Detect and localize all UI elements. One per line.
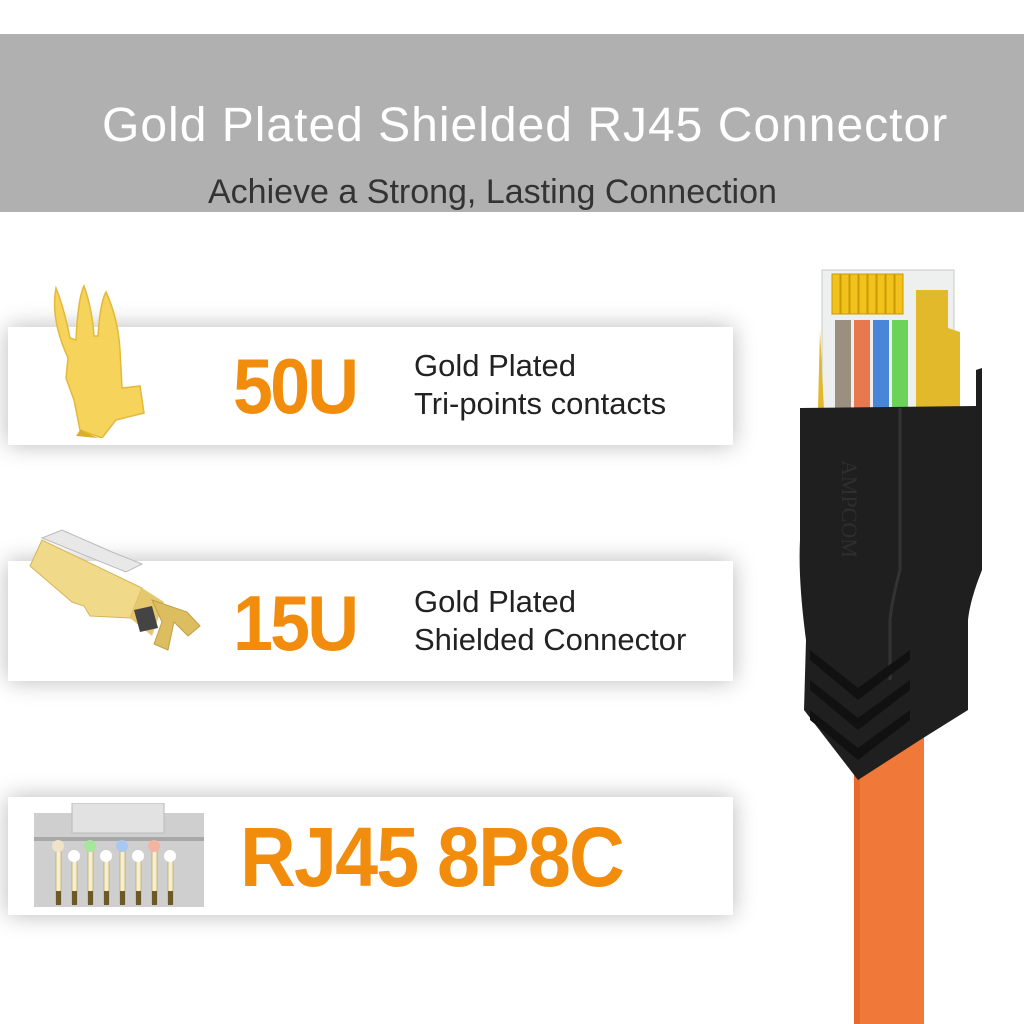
feature-description: Gold Plated Shielded Connector — [414, 584, 687, 657]
banner-title: Gold Plated Shielded RJ45 Connector — [102, 99, 949, 152]
ethernet-cable-connector-image: AMPCOM — [799, 269, 982, 1024]
feature-card-shield: 15U Gold Plated Shielded Connector — [8, 561, 733, 681]
gold-shield-connector-icon — [29, 529, 201, 651]
rj45-8p8c-pins-icon — [34, 803, 204, 907]
feature-value: RJ45 8P8C — [240, 810, 625, 904]
header-banner: Gold Plated Shielded RJ45 Connector Achi… — [0, 34, 1024, 212]
banner-subtitle: Achieve a Strong, Lasting Connection — [208, 173, 777, 211]
brand-emboss: AMPCOM — [837, 460, 862, 558]
feature-value: 50U — [233, 342, 359, 430]
feature-value: 15U — [233, 579, 359, 667]
gold-tri-point-contact-icon — [53, 284, 145, 438]
feature-description: Gold Plated Tri-points contacts — [414, 348, 667, 421]
feature-card-contacts: 50U Gold Plated Tri-points contacts — [8, 327, 733, 445]
